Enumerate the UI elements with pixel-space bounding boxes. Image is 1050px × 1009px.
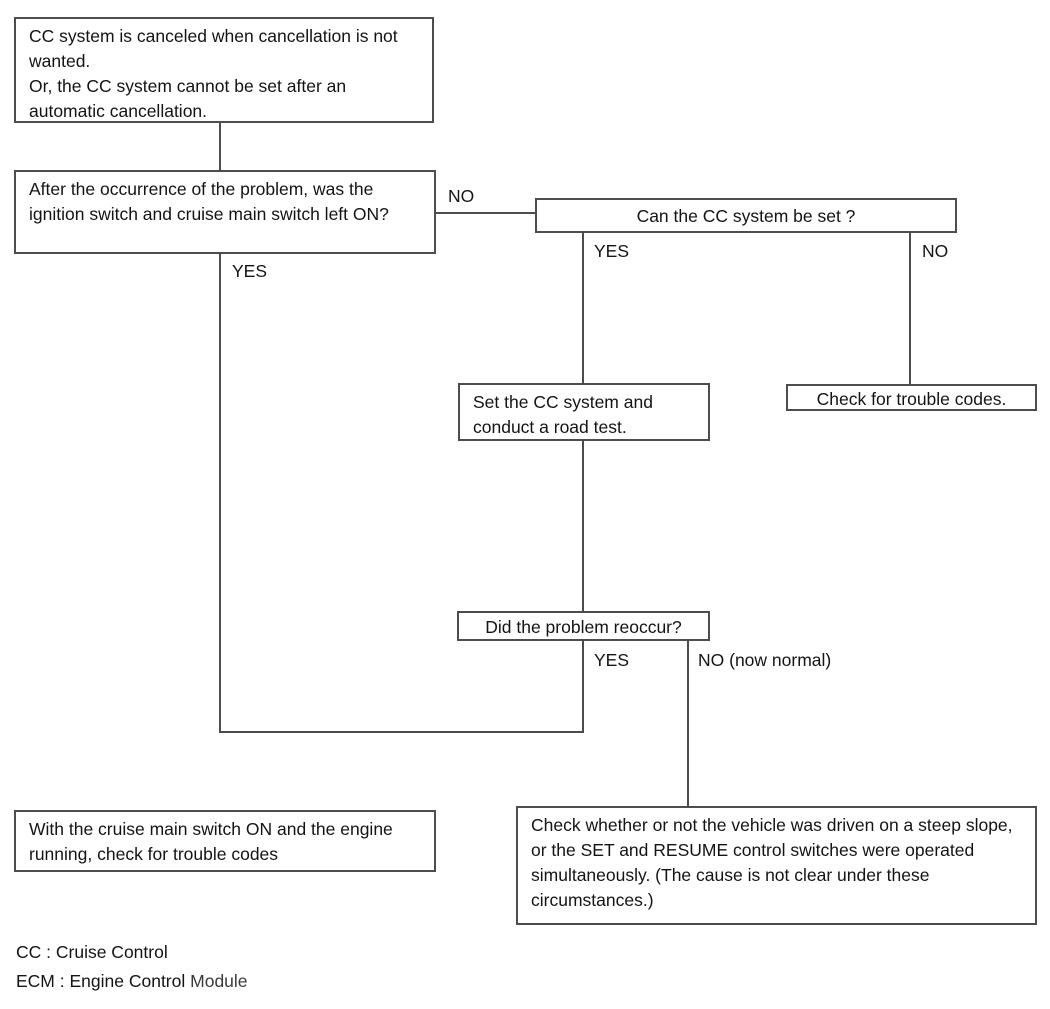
edge-label-canset-no: NO xyxy=(922,241,949,261)
legend-ecm-term: Engine Control xyxy=(69,971,186,991)
node-action-check-codes: Check for trouble codes. xyxy=(786,384,1037,411)
edge-label-canset-yes: YES xyxy=(594,241,630,261)
edge-label-reoccur-yes: YES xyxy=(594,650,630,670)
legend-ecm-abbr: ECM xyxy=(16,971,55,991)
edge-canset-yes-down xyxy=(582,232,584,384)
node-action-check-steep-slope: Check whether or not the vehicle was dri… xyxy=(516,806,1037,925)
edge-label-ignition-no: NO xyxy=(448,186,475,206)
legend-ecm-term-tail: Module xyxy=(185,971,248,991)
node-question-can-set: Can the CC system be set ? xyxy=(535,198,957,233)
node-question-ignition: After the occurrence of the problem, was… xyxy=(14,170,436,254)
edge-reoccur-yes-down xyxy=(582,640,584,733)
legend-cc-term: Cruise Control xyxy=(55,942,168,962)
legend-cc-abbr: CC xyxy=(16,942,42,962)
edge-label-reoccur-no: NO (now normal) xyxy=(698,650,832,670)
legend-cc: CC : Cruise Control xyxy=(16,942,168,962)
edge-reoccur-no-down xyxy=(687,640,689,807)
edge-ignition-yes-down xyxy=(219,253,221,733)
edge-roadtest-to-reoccur xyxy=(582,440,584,611)
node-question-reoccur: Did the problem reoccur? xyxy=(457,611,710,641)
edge-canset-no-down xyxy=(909,232,911,385)
edge-label-ignition-yes: YES xyxy=(232,261,268,281)
node-action-cruise-on-check-codes: With the cruise main switch ON and the e… xyxy=(14,810,436,872)
legend-ecm-sep: : xyxy=(54,971,70,991)
node-symptom: CC system is canceled when cancellation … xyxy=(14,17,434,123)
edge-reoccur-yes-to-main xyxy=(219,731,584,733)
legend-ecm: ECM : Engine Control Module xyxy=(16,971,248,991)
edge-symptom-to-ignition xyxy=(219,122,221,171)
node-action-set-and-road-test: Set the CC system and conduct a road tes… xyxy=(458,383,710,441)
legend-cc-sep: : xyxy=(41,942,56,962)
edge-ignition-no-to-canset xyxy=(435,212,536,214)
